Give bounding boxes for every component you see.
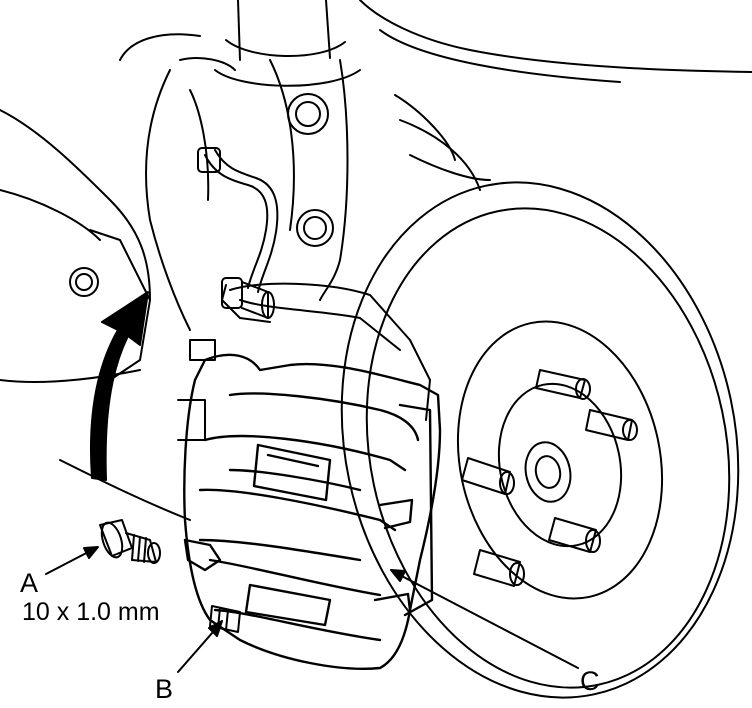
caliper-body [183,353,442,670]
label-a-spec: 10 x 1.0 mm [22,598,160,626]
brake-disc [340,181,740,699]
rotation-arrow [89,291,149,481]
leader-line-b [177,620,223,673]
label-c: C [580,666,600,696]
label-b: B [155,674,174,704]
flange-bolt-a [99,519,161,564]
leader-line-a [45,546,99,575]
suspension-background [0,0,752,521]
caliper-bracket [177,277,431,441]
wheel-studs [461,369,638,587]
label-a: A [20,568,39,598]
leader-line-c [390,569,579,669]
